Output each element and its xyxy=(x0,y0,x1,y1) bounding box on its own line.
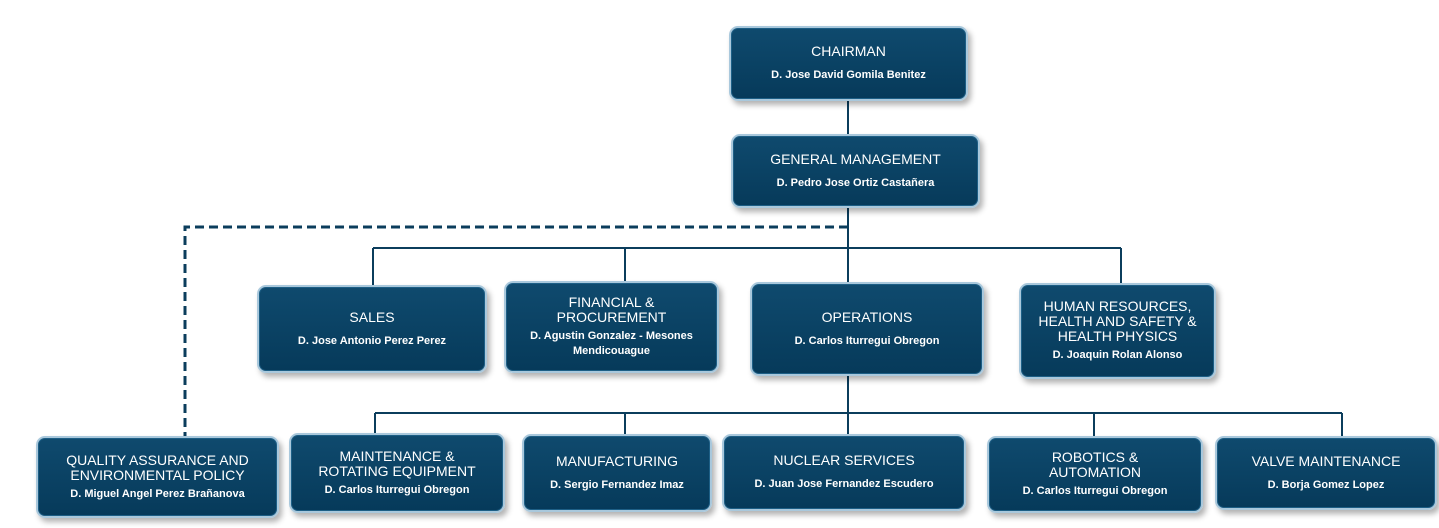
valve-maintenance-person: D. Borja Gomez Lopez xyxy=(1267,478,1385,491)
robotics-automation-person: D. Carlos Iturregui Obregon xyxy=(1022,485,1168,497)
general-management-title: GENERAL MANAGEMENT xyxy=(770,150,941,167)
operations-box: OPERATIONS D. Carlos Iturregui Obregon xyxy=(750,282,984,376)
human-resources-title: HUMAN RESOURCES, HEALTH AND SAFETY & HEA… xyxy=(1038,298,1197,344)
sales-title: SALES xyxy=(349,308,395,325)
chairman-box: CHAIRMAN D. Jose David Gomila Benitez xyxy=(729,26,968,101)
financial-procurement-person: D. Agustin Gonzalez - Mesones Mendicouag… xyxy=(530,330,693,357)
nuclear-services-title: NUCLEAR SERVICES xyxy=(773,452,915,468)
general-management-person: D. Pedro Jose Ortiz Castañera xyxy=(776,176,935,189)
quality-assurance-box: QUALITY ASSURANCE AND ENVIRONMENTAL POLI… xyxy=(36,436,279,518)
chairman-title: CHAIRMAN xyxy=(811,43,886,59)
nuclear-services-box: NUCLEAR SERVICES D. Juan Jose Fernandez … xyxy=(722,434,966,511)
valve-maintenance-title: VALVE MAINTENANCE xyxy=(1251,452,1401,469)
maintenance-title: MAINTENANCE & ROTATING EQUIPMENT xyxy=(318,447,476,479)
valve-maintenance-box: VALVE MAINTENANCE D. Borja Gomez Lopez xyxy=(1215,436,1437,510)
operations-title: OPERATIONS xyxy=(821,308,913,325)
quality-assurance-title: QUALITY ASSURANCE AND ENVIRONMENTAL POLI… xyxy=(66,451,249,483)
dashed-connector-quality xyxy=(183,225,848,436)
sales-person: D. Jose Antonio Perez Perez xyxy=(297,334,447,347)
robotics-automation-title: ROBOTICS & AUTOMATION xyxy=(1048,449,1142,480)
general-management-box: GENERAL MANAGEMENT D. Pedro Jose Ortiz C… xyxy=(731,134,980,208)
financial-procurement-title: FINANCIAL & PROCUREMENT xyxy=(556,294,667,325)
human-resources-box: HUMAN RESOURCES, HEALTH AND SAFETY & HEA… xyxy=(1019,283,1216,379)
manufacturing-title: MANUFACTURING xyxy=(555,452,679,469)
maintenance-person: D. Carlos Iturregui Obregon xyxy=(324,483,470,496)
nuclear-services-person: D. Juan Jose Fernandez Escudero xyxy=(754,478,934,490)
financial-procurement-box: FINANCIAL & PROCUREMENT D. Agustin Gonza… xyxy=(504,281,719,373)
quality-assurance-person: D. Miguel Angel Perez Brañanova xyxy=(70,487,245,500)
human-resources-person: D. Joaquin Rolan Alonso xyxy=(1052,349,1183,361)
sales-box: SALES D. Jose Antonio Perez Perez xyxy=(257,285,487,373)
robotics-automation-box: ROBOTICS & AUTOMATION D. Carlos Iturregu… xyxy=(987,436,1203,513)
chairman-person: D. Jose David Gomila Benitez xyxy=(771,69,926,81)
maintenance-box: MAINTENANCE & ROTATING EQUIPMENT D. Carl… xyxy=(289,433,505,513)
operations-person: D. Carlos Iturregui Obregon xyxy=(794,334,940,347)
manufacturing-person: D. Sergio Fernandez Imaz xyxy=(550,478,684,491)
manufacturing-box: MANUFACTURING D. Sergio Fernandez Imaz xyxy=(522,434,712,512)
